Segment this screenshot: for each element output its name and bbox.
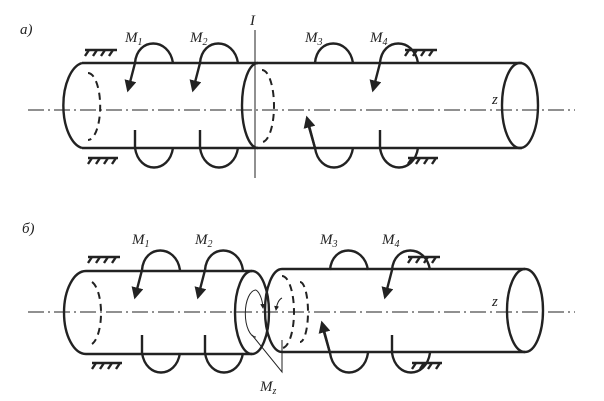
moment-arrow-lower [198,130,240,169]
moment-M1: M1 [124,30,175,169]
moment-label: M4 [369,30,388,48]
moment-arrow-upper [328,249,370,271]
moment-arrow-lower [140,335,182,374]
moment-arrow-upper [381,249,432,300]
internal-moment-arc-left [244,289,257,338]
supports [84,48,438,165]
moment-arrow-lower [133,130,175,169]
panel-b-tag: б) [22,221,35,237]
internal-moment-label: Mz [259,379,277,397]
left-shaft-cut-face [233,269,271,356]
moment-M1: M1 [131,232,182,374]
moment-arrow-lower [320,324,370,374]
shaft-left-end [62,61,83,150]
moment-arrow-lower [305,119,355,169]
panel-a-tag: a) [20,22,33,38]
section-hidden-edge [261,69,275,143]
hidden-edge [87,72,102,141]
moment-label: M2 [194,232,213,250]
moment-label: M2 [189,30,208,48]
moment-arrow-upper [131,249,182,300]
shaft-outline [82,61,522,150]
right-shaft-outline [282,267,525,354]
z-axis-label: z [491,92,498,108]
moment-label: M3 [304,30,323,48]
moment-arrow-upper [124,42,175,93]
moment-label: M1 [131,232,150,250]
right-shaft-end [505,267,545,354]
hidden-edge [91,281,103,345]
z-axis-label: z [491,294,498,310]
moment-label: M1 [124,30,143,48]
moment-M3: M3 [318,232,370,374]
left-shaft-outline [86,269,252,356]
moment-arrow-lower [378,130,420,169]
shaft-right-end [500,61,540,150]
moment-M3: M3 [303,30,355,169]
moment-M4: M4 [381,232,432,374]
moment-arrow-upper [313,42,355,64]
moment-arrow-lower [203,335,245,374]
moment-arrow-upper [189,42,240,93]
internal-moment-arc-right [274,297,283,311]
hidden-edge [299,281,309,343]
moment-label: M3 [319,232,338,250]
moment-M4: M4 [369,30,420,169]
left-shaft-end [62,269,87,356]
right-shaft-cut-face [263,267,283,354]
moment-arrow-upper [369,42,420,93]
section-cut [240,61,259,150]
moment-M2: M2 [194,232,245,374]
panel-a: a) z I M1 M2 M3 M4 [20,13,575,178]
moment-label: M4 [381,232,400,250]
moment-arrow-lower [390,335,432,374]
moment-M2: M2 [189,30,240,169]
moment-arrow-upper [194,249,245,300]
section-label: I [249,13,256,29]
internal-moment-leader [251,334,283,374]
panel-b: б) z Mz M1 M2 M3 M4 [22,221,575,397]
